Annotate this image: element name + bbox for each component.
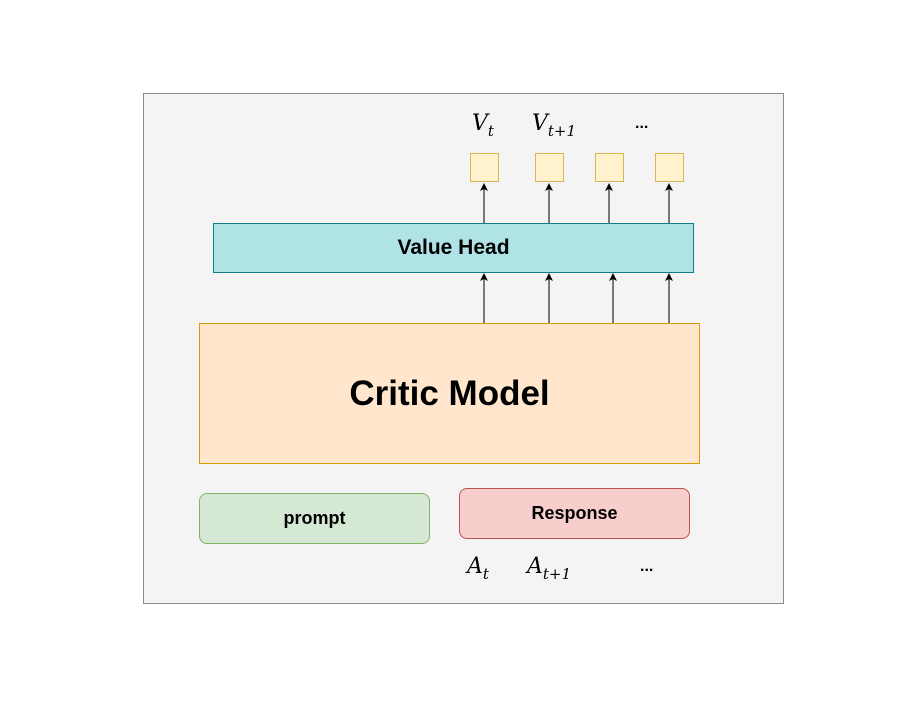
value-output-square xyxy=(655,153,684,182)
v-t-label: Vt xyxy=(472,111,494,140)
v-ellipsis: ... xyxy=(635,115,649,132)
prompt-box: prompt xyxy=(199,493,430,544)
a-t-label: At xyxy=(467,554,489,583)
value-output-square xyxy=(595,153,624,182)
critic-model-box: Critic Model xyxy=(199,323,700,464)
v-t1-label: Vt+1 xyxy=(532,111,577,140)
response-box: Response xyxy=(459,488,690,539)
a-t1-label: At+1 xyxy=(527,554,572,583)
a-ellipsis: ... xyxy=(640,558,654,575)
value-head-box: Value Head xyxy=(213,223,694,273)
value-output-square xyxy=(535,153,564,182)
value-output-square xyxy=(470,153,499,182)
